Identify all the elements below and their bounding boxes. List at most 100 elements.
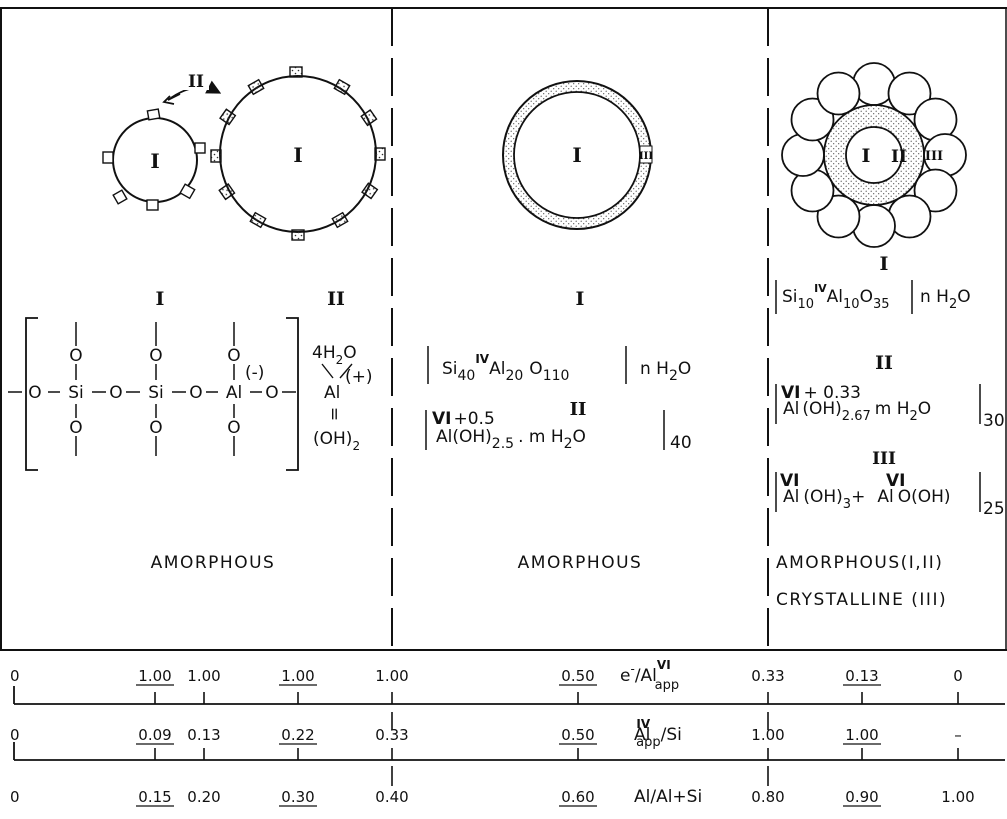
tick-label: 0.09 — [138, 726, 171, 744]
section2-title: AMORPHOUS — [518, 553, 643, 573]
f1-si: Si — [442, 359, 458, 379]
section2-formula-2: II VI+0.5 Al(OH)2.5. m H2O 40 — [425, 399, 692, 453]
exchange-arrow: II — [162, 70, 222, 105]
cluster-shell-label: II — [891, 147, 907, 167]
chain-oxygen-2: O — [109, 383, 122, 403]
f2-count: 40 — [670, 433, 692, 453]
s3-f1-al-sub: 10 — [843, 297, 860, 312]
crystalline-cluster: I II III — [781, 62, 967, 248]
coated-particle: III I — [502, 80, 653, 230]
tick-label: 0.13 — [187, 726, 220, 744]
section1-label-ii: II — [327, 288, 345, 310]
svg-text:n H2O: n H2O — [640, 359, 691, 384]
section3-subtitle: CRYSTALLINE (III) — [776, 590, 947, 610]
chain-oxygen-bottom-2: O — [149, 418, 162, 438]
section3-title: AMORPHOUS(I,II) — [776, 553, 943, 573]
large-particle: I — [210, 66, 386, 241]
tick-label: – — [954, 726, 962, 744]
chain-oxygen-top-1: O — [69, 346, 82, 366]
section3-formula-1: Si10IVAl10O35 n H2O — [775, 280, 971, 314]
water-coeff: 4H — [312, 343, 336, 363]
chain-oxygen-4: O — [265, 383, 278, 403]
outer-sphere — [816, 71, 861, 116]
f1-si-sub: 40 — [458, 368, 476, 384]
f2-al-coord: VI — [432, 409, 451, 429]
s3-f2-water: m H — [875, 399, 910, 419]
svg-text:n H2O: n H2O — [920, 287, 971, 312]
svg-text:Al(OH)2.5. m H2O: Al(OH)2.5. m H2O — [436, 427, 586, 452]
svg-text:4H2O: 4H2O — [312, 343, 357, 367]
f1-al-sub: 20 — [505, 368, 523, 384]
silicate-chain: O Si O Si O Al O (-) O O O O O O — [8, 322, 296, 456]
s3-f2-count: 30 — [983, 411, 1005, 431]
outer-sphere — [913, 168, 958, 213]
f1-al-coord: IV — [475, 352, 489, 366]
tick-label: 0 — [10, 726, 20, 744]
section3-label-iii: III — [872, 449, 896, 469]
s3-f1-water-sub: 2 — [949, 297, 957, 312]
large-particle-sites — [210, 66, 386, 241]
s3-f1-water-o: O — [957, 287, 970, 307]
f2-water: . m H — [518, 427, 564, 447]
s3-f3-al1-coord: VI — [780, 471, 799, 491]
s3-f1-al: Al — [827, 287, 843, 307]
tick-label: 0.90 — [845, 788, 878, 806]
cation-aluminium: Al — [324, 383, 340, 403]
tick-label: 0.30 — [281, 788, 314, 806]
tick-label: 1.00 — [281, 667, 314, 685]
s3-f3-al1: Al — [783, 487, 799, 507]
diagram-frame — [0, 7, 1007, 651]
aluminium-charge-minus: (-) — [245, 363, 264, 383]
s3-f2-al: Al — [783, 399, 799, 419]
f1-water-sub: 2 — [669, 368, 678, 384]
hydroxyl-subscript: 2 — [352, 439, 360, 453]
tick-label: 0.20 — [187, 788, 220, 806]
s3-f1-si-sub: 10 — [798, 297, 815, 312]
structure-bracket — [25, 317, 299, 471]
cluster-crystal-label: III — [925, 149, 943, 164]
water-oxygen: O — [343, 343, 356, 363]
f2-charge: +0.5 — [453, 409, 494, 429]
svg-text:(OH)2: (OH)2 — [313, 429, 360, 453]
section1-title: AMORPHOUS — [151, 553, 276, 573]
svg-text:VI+ 0.33: VI+ 0.33 — [781, 383, 861, 403]
chain-oxygen-3: O — [189, 383, 202, 403]
f1-al: Al — [489, 359, 505, 379]
s3-f2-charge: + 0.33 — [803, 383, 861, 403]
tick-label: 1.00 — [751, 726, 784, 744]
svg-text:VI+0.5: VI+0.5 — [432, 409, 495, 429]
tick-label: 0 — [10, 788, 20, 806]
svg-text:Si10IVAl10O35: Si10IVAl10O35 — [782, 282, 890, 312]
tick-label: 0.13 — [845, 667, 878, 685]
f1-o-sub: 110 — [543, 368, 570, 384]
tick-label: 0.80 — [751, 788, 784, 806]
f2-water-o: O — [573, 427, 586, 447]
tick-label: 0.50 — [561, 667, 594, 685]
s3-f3-oh3: (OH) — [803, 487, 842, 507]
outer-sphere — [887, 71, 932, 116]
f2-oh-sub: 2.5 — [492, 436, 514, 452]
tick-label: 0.33 — [751, 667, 784, 685]
s3-f2-oh: (OH) — [802, 399, 841, 419]
s3-f3-plus: + — [851, 487, 865, 507]
svg-text:Al(OH)2.67m H2O: Al(OH)2.67m H2O — [783, 399, 931, 424]
section-3: I II III I Si10IVAl10O35 n H2O II VI+ 0.… — [775, 62, 1005, 610]
s3-f2-water-sub: 2 — [910, 409, 918, 424]
tick-label: 1.00 — [138, 667, 171, 685]
s3-f1-o-sub: 35 — [873, 297, 890, 312]
tick-label: 0.15 — [138, 788, 171, 806]
section3-label-ii: II — [875, 352, 893, 374]
large-particle-label: I — [293, 143, 302, 167]
tick-label: 1.00 — [941, 788, 974, 806]
tick-label: 0.50 — [561, 726, 594, 744]
section2-label-ii: II — [570, 399, 587, 420]
s3-f3-oh3-sub: 3 — [843, 497, 851, 512]
s3-f2-water-o: O — [918, 399, 931, 419]
